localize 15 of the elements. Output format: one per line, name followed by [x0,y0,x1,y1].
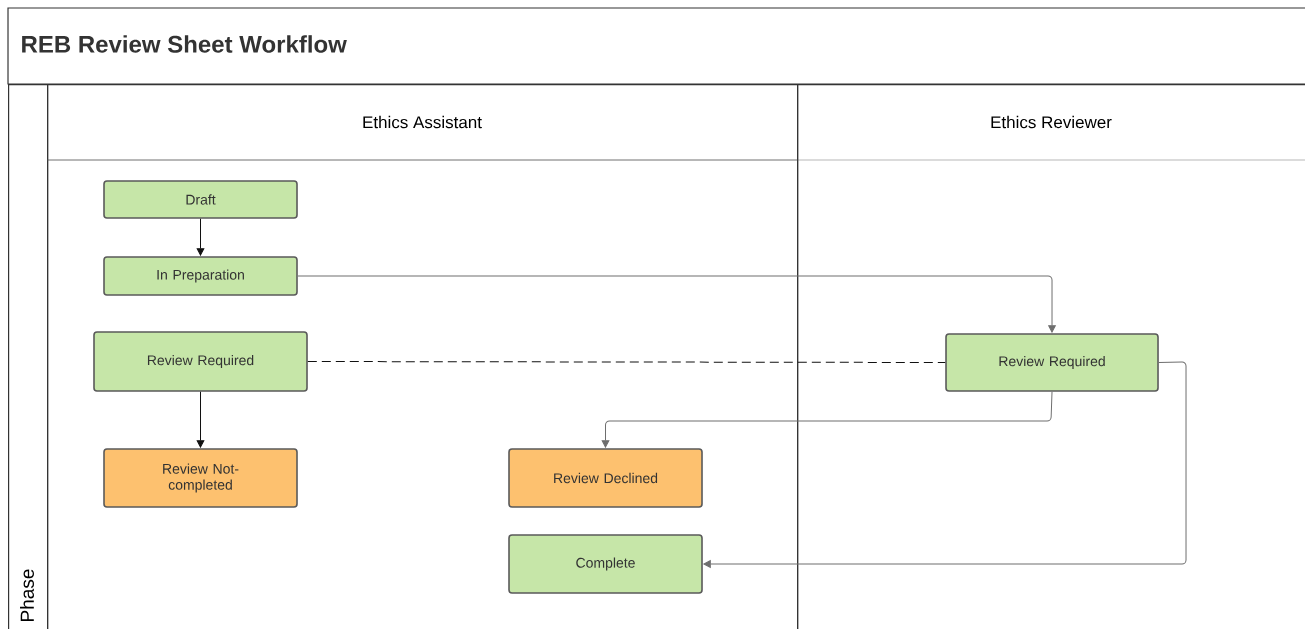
arrow [601,391,1053,448]
state-box: Review Not-completed [103,448,298,508]
arrow [196,391,205,448]
state-box: Draft [103,180,298,219]
state-box: Complete [508,534,703,594]
dashed-line [307,361,946,363]
arrow [703,361,1187,568]
state-box: Review Required [93,331,308,392]
state-box: Review Declined [508,448,703,508]
phase-band: Phase [8,84,49,629]
state-box: Review Required [945,333,1159,392]
arrow [196,218,205,256]
arrow [297,275,1056,333]
state-box: In Preparation [103,256,298,296]
title-bar: REB Review Sheet Workflow [7,7,1305,85]
